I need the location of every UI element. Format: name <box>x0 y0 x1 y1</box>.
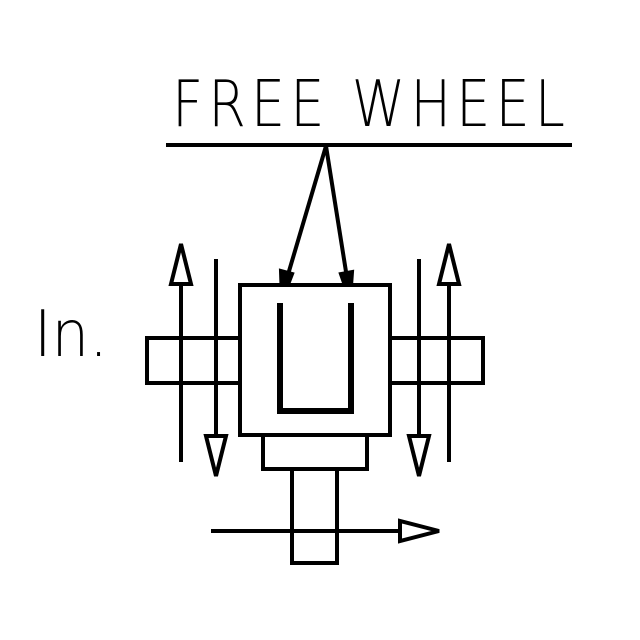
input-label: In. <box>34 298 108 372</box>
right-up-arrow-head <box>436 243 462 286</box>
pointer-arrows <box>278 145 355 301</box>
left-down-arrow-head <box>203 434 229 477</box>
housing-box <box>238 283 392 437</box>
left-shaft <box>145 336 242 385</box>
right-arrows <box>406 243 462 477</box>
output-arrow-group <box>211 518 440 544</box>
pointer-arrow-left <box>285 145 328 279</box>
inner-u-bracket <box>277 303 354 414</box>
left-arrows <box>168 243 229 477</box>
pointer-arrow-right <box>324 145 349 279</box>
output-shaft <box>290 466 339 565</box>
left-up-arrow-head <box>168 243 194 286</box>
diagram-title: FREE WHEEL <box>172 68 570 142</box>
output-arrow-head <box>398 518 440 544</box>
right-shaft <box>387 336 485 385</box>
right-down-arrow-head <box>406 434 432 477</box>
base-flange <box>261 433 369 471</box>
